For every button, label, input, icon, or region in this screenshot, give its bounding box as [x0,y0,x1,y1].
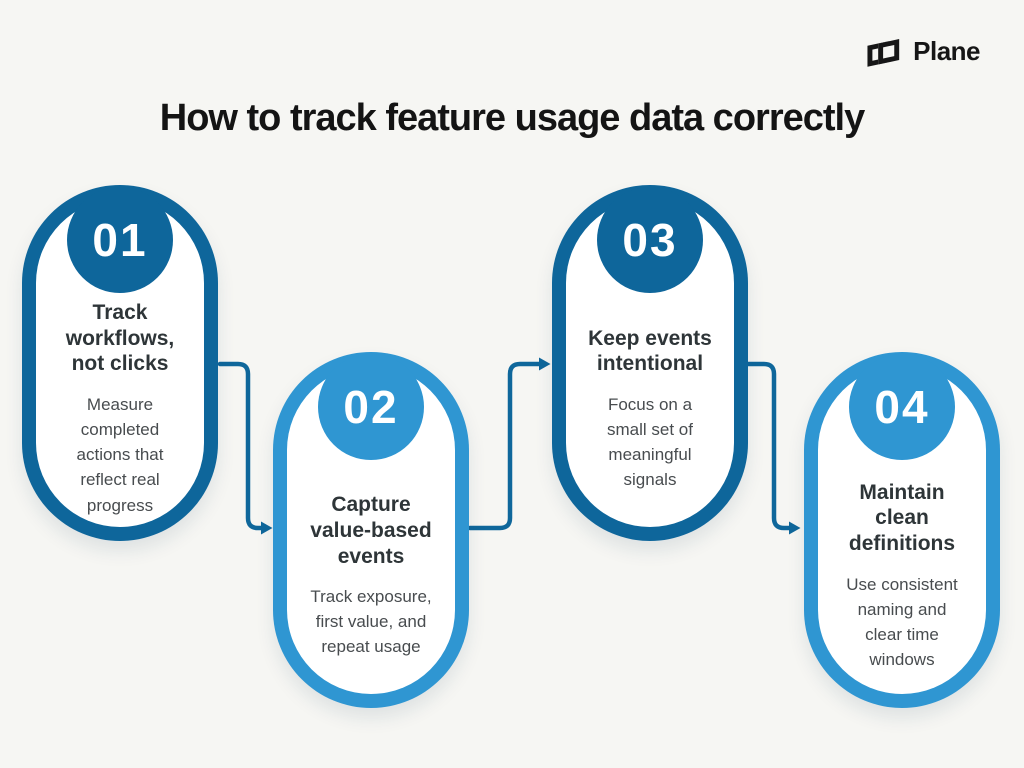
step-card-02: 02 Capture value-based events Track expo… [273,352,469,708]
step-description: Measure completed actions that reflect r… [76,395,164,515]
step-number-badge: 03 [597,187,703,293]
step-number: 01 [92,214,148,266]
card-content: Keep events intentional Focus on a small… [566,293,734,525]
step-number-badge: 04 [849,354,955,460]
step-card-04: 04 Maintain clean definitions Use consis… [804,352,1000,708]
connector-step3-step4 [745,361,801,535]
step-title: Capture value-based events [310,493,432,568]
card-content: Maintain clean definitions Use consisten… [818,460,986,692]
step-number: 02 [343,381,399,433]
step-description: Use consistent naming and clear time win… [846,574,958,670]
step-description: Focus on a small set of meaningful signa… [607,394,693,490]
step-card-01: 01 Track workflows, not clicks Measure c… [22,185,218,541]
card-content: Capture value-based events Track exposur… [287,460,455,692]
plane-logo-icon [867,38,900,67]
connector-step1-step2 [217,361,273,535]
card-content: Track workflows, not clicks Measure comp… [36,293,204,525]
step-card-03: 03 Keep events intentional Focus on a sm… [552,185,748,541]
step-title: Keep events intentional [588,326,712,376]
step-title: Track workflows, not clicks [65,301,175,376]
step-number-badge: 01 [67,187,173,293]
step-title: Maintain clean definitions [848,480,956,555]
page-title: How to track feature usage data correctl… [159,97,865,139]
brand-name: Plane [913,36,980,66]
step-number: 03 [622,214,678,266]
brand-lockup: Plane [866,36,980,67]
connector-step2-step3 [467,357,551,531]
step-number-badge: 02 [318,354,424,460]
step-description: Track exposure, first value, and repeat … [310,587,432,657]
step-number: 04 [874,381,930,433]
